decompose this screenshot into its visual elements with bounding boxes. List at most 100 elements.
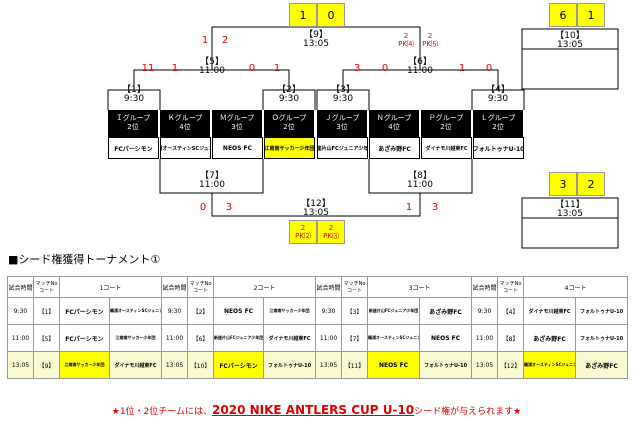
fifth-score-right: 2 — [577, 172, 605, 196]
team-box: 新座片山FCジュニア少年団 — [317, 137, 368, 159]
m5-score-1: 11 — [141, 63, 155, 74]
table-cell: 江南南サッカー少年団 — [263, 297, 317, 325]
m6-score-1: 3 — [353, 63, 361, 74]
m5-score-4: 1 — [273, 63, 281, 74]
table-cell: FCパーシモン — [59, 324, 110, 352]
table-cell: 11:00 — [161, 324, 189, 352]
table-cell: ダイナモ川越東FC — [108, 351, 163, 379]
table-row: 9:30 【1】 FCパーシモン 鵜浦オースティンSCジュニア 9:30 【2】… — [7, 297, 629, 325]
footer-note: ★1位・2位チームには、2020 NIKE ANTLERS CUP U-10シー… — [0, 403, 633, 417]
table-cell: 【9】 — [33, 351, 60, 379]
m11-bracket-line — [521, 197, 619, 218]
m6-score-3: 1 — [458, 63, 466, 74]
m2-label: 【2】9:30 — [277, 85, 301, 104]
m9-pk-right: 2 PK⑸ — [422, 32, 438, 48]
table-cell: 【8】 — [497, 324, 525, 352]
m12-score-4: 3 — [431, 202, 439, 213]
team-box: フォルトゥナU-10 — [473, 137, 524, 159]
m4-bracket-line — [471, 89, 525, 110]
m5-score-3: 0 — [248, 63, 256, 74]
third-score-right: 1 — [577, 3, 605, 27]
third-score-left: 6 — [549, 3, 577, 27]
m2-bracket-line — [262, 89, 316, 110]
m6-score-4: 0 — [485, 63, 493, 74]
table-cell: 【2】 — [187, 297, 215, 325]
bracket-lines — [107, 26, 619, 249]
table-cell: 【12】 — [497, 351, 525, 379]
table-cell: 鵜浦オースティンSCジュニア — [367, 324, 421, 352]
table-cell: 【3】 — [341, 297, 369, 325]
table-cell: 鵜浦オースティンSCジュニア — [523, 351, 577, 379]
m4-label: 【4】9:30 — [486, 85, 510, 104]
table-cell: 江南南サッカー少年団 — [108, 324, 163, 352]
m9-label: 【9】13:05 — [303, 30, 329, 49]
table-cell: 13:05 — [7, 351, 34, 379]
table-cell: 13:05 — [315, 351, 343, 379]
table-cell: 【4】 — [497, 297, 525, 325]
table-cell: NEOS FC — [213, 297, 265, 325]
table-header: マッチNo コート — [187, 276, 215, 298]
table-cell: 新座片山FCジュニア少年団 — [367, 297, 421, 325]
m1-bracket-line — [107, 89, 161, 110]
table-cell: 13:05 — [161, 351, 189, 379]
table-cell: ダイナモ川越東FC — [523, 297, 577, 325]
table-header: 1コート — [58, 276, 163, 298]
table-cell: 9:30 — [315, 297, 343, 325]
table-cell: 9:30 — [7, 297, 34, 325]
table-cell: フォルトゥナU-10 — [575, 297, 629, 325]
table-cell: フォルトゥナU-10 — [419, 351, 473, 379]
team-box: 鵜浦オースティンSCジュニア — [160, 137, 211, 159]
team-box: ダイナモ川越東FC — [421, 137, 472, 159]
fifth-score-left: 3 — [549, 172, 577, 196]
m12-pk-left: 2 PK⑵ — [289, 220, 317, 244]
table-cell: あざみ野FC — [575, 351, 629, 379]
table-row: 13:05 【9】 江南南サッカー少年団 ダイナモ川越東FC 13:05 【10… — [7, 351, 629, 379]
m10-label: 【10】13:05 — [555, 31, 585, 50]
table-cell: 【1】 — [33, 297, 60, 325]
m12-pk-right: 2 PK⑶ — [317, 220, 345, 244]
footer-pre: ★1位・2位チームには、 — [111, 407, 213, 417]
table-cell: FCパーシモン — [213, 351, 265, 379]
m9-score-left-outer: 1 — [201, 35, 209, 46]
m3-bracket-line — [316, 89, 370, 110]
table-cell: ダイナモ川越東FC — [263, 324, 317, 352]
table-cell: 11:00 — [315, 324, 343, 352]
team-box: FCパーシモン — [108, 137, 159, 159]
m7-label: 【7】11:00 — [199, 171, 225, 190]
schedule-table: 試合時間 マッチNo コート 1コート 試合時間 マッチNo コート 2コート … — [7, 276, 629, 379]
m9-pk-left: 2 PK⑷ — [398, 32, 414, 48]
table-cell: FCパーシモン — [59, 297, 110, 325]
m11-label: 【11】13:05 — [555, 200, 585, 219]
team-box: NEOS FC — [212, 137, 263, 159]
table-header: マッチNo コート — [341, 276, 369, 298]
table-cell: あざみ野FC — [523, 324, 577, 352]
final-score-left: 1 — [289, 3, 317, 27]
table-cell: 【6】 — [187, 324, 215, 352]
table-header: 4コート — [523, 276, 629, 298]
final-bracket-line — [211, 26, 421, 49]
table-cell: 11:00 — [7, 324, 34, 352]
table-cell: あざみ野FC — [419, 297, 473, 325]
m12-score-1: 0 — [199, 202, 207, 213]
team-box: 江南南サッカー少年団 — [264, 137, 315, 159]
table-header: 試合時間 — [7, 276, 34, 298]
table-cell: 鵜浦オースティンSCジュニア — [108, 297, 163, 325]
table-header: 試合時間 — [471, 276, 499, 298]
table-cell: 11:00 — [471, 324, 499, 352]
table-cell: 【11】 — [341, 351, 369, 379]
table-cell: 【10】 — [187, 351, 215, 379]
m10-bracket-line — [521, 28, 619, 49]
m8-label: 【8】11:00 — [407, 171, 433, 190]
m5-label: 【5】11:00 — [199, 57, 225, 76]
table-header: 試合時間 — [315, 276, 343, 298]
m9-score-left-inner: 2 — [221, 35, 229, 46]
m11-box — [521, 217, 619, 249]
